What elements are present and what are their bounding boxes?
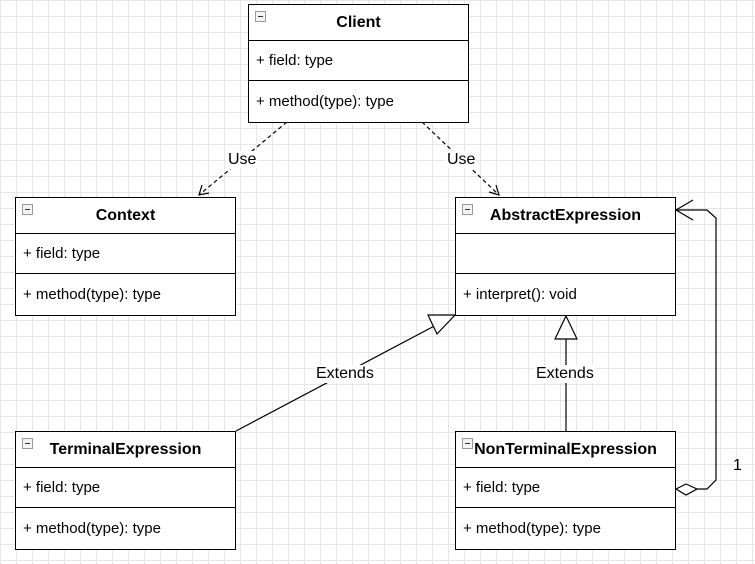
operation-compartment: + method(type): type	[249, 81, 468, 121]
attribute-text: + field: type	[463, 479, 541, 496]
use-arrowhead-context	[198, 184, 210, 196]
attribute-text: + field: type	[256, 52, 334, 69]
attribute-compartment: + field: type	[249, 41, 468, 81]
use-arrowhead-abstract	[488, 184, 500, 196]
attribute-compartment: + field: type	[16, 468, 235, 508]
collapse-icon[interactable]	[255, 11, 266, 22]
collapse-icon[interactable]	[462, 438, 473, 449]
operation-text: + method(type): type	[23, 285, 161, 303]
class-context[interactable]: Context + field: type + method(type): ty…	[15, 197, 236, 316]
class-header[interactable]: AbstractExpression	[456, 198, 675, 234]
attribute-text: + field: type	[23, 245, 101, 262]
operation-compartment: + interpret(): void	[456, 274, 675, 314]
class-client[interactable]: Client + field: type + method(type): typ…	[248, 4, 469, 123]
class-name: Client	[336, 13, 381, 31]
generalization-triangle-nonterminal	[554, 314, 578, 340]
attribute-compartment: + field: type	[456, 468, 675, 508]
operation-compartment: + method(type): type	[456, 508, 675, 548]
use-label-abstract: Use	[445, 151, 478, 169]
operation-compartment: + method(type): type	[16, 508, 235, 548]
class-nonterminal-expression[interactable]: NonTerminalExpression + field: type + me…	[455, 431, 676, 550]
class-name: TerminalExpression	[49, 440, 202, 458]
operation-text: + interpret(): void	[463, 285, 577, 303]
class-header[interactable]: NonTerminalExpression	[456, 432, 675, 468]
collapse-icon[interactable]	[22, 438, 33, 449]
generalization-triangle-terminal	[427, 314, 457, 336]
operation-text: + method(type): type	[23, 519, 161, 537]
class-abstract-expression[interactable]: AbstractExpression + interpret(): void	[455, 197, 676, 316]
class-name: Context	[95, 206, 156, 224]
class-name: AbstractExpression	[489, 206, 642, 224]
attribute-text: + field: type	[23, 479, 101, 496]
class-header[interactable]: TerminalExpression	[16, 432, 235, 468]
operation-text: + method(type): type	[256, 92, 394, 110]
attribute-compartment	[456, 234, 675, 274]
collapse-icon[interactable]	[462, 204, 473, 215]
class-header[interactable]: Client	[249, 5, 468, 41]
extends-label-nonterminal: Extends	[534, 365, 596, 383]
attribute-compartment: + field: type	[16, 234, 235, 274]
aggregation-diamond	[674, 483, 699, 496]
aggregation-line	[676, 209, 717, 490]
class-header[interactable]: Context	[16, 198, 235, 234]
aggregation-arrowhead	[674, 199, 694, 221]
extends-label-terminal: Extends	[314, 365, 376, 383]
operation-text: + method(type): type	[463, 519, 601, 537]
collapse-icon[interactable]	[22, 204, 33, 215]
multiplicity-label: 1	[733, 457, 742, 474]
use-label-context: Use	[226, 151, 259, 169]
class-name: NonTerminalExpression	[474, 440, 657, 458]
operation-compartment: + method(type): type	[16, 274, 235, 314]
class-terminal-expression[interactable]: TerminalExpression + field: type + metho…	[15, 431, 236, 550]
